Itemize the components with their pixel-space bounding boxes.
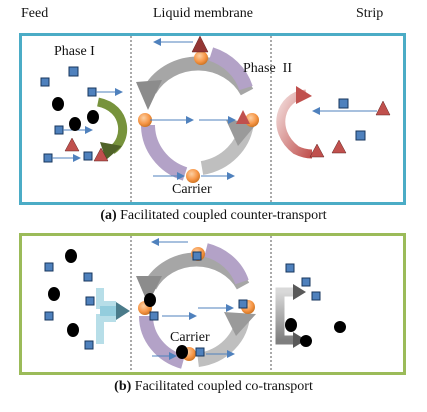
square-ion — [192, 251, 202, 261]
arc-purple-top-right — [208, 47, 253, 91]
square-ion — [83, 151, 93, 161]
merge-arrow — [96, 288, 116, 344]
caption-b: (b) Facilitated coupled co-transport — [0, 379, 427, 395]
panel-a-graphics — [40, 35, 391, 202]
triangle-ion — [64, 137, 80, 152]
arc-grey-arrowhead-right — [224, 312, 256, 336]
square-ion — [84, 340, 94, 350]
triangle-ion — [93, 147, 109, 162]
arc-purple-top-right — [203, 243, 249, 285]
triangle-ion — [236, 110, 250, 124]
caption-a-text: Facilitated coupled counter-transport — [116, 208, 327, 223]
carrier-ball — [186, 169, 200, 183]
caption-b-letter: (b) — [114, 379, 132, 394]
black-particle — [300, 335, 312, 347]
arc-grey-arrowhead-left — [136, 276, 162, 304]
square-ion — [54, 125, 64, 135]
black-particle — [87, 110, 99, 124]
caption-b-text: Facilitated coupled co-transport — [131, 379, 313, 394]
phase-i-label: Phase I — [54, 44, 95, 59]
carrier-label-b: Carrier — [170, 330, 210, 345]
caption-a: (a) Facilitated coupled counter-transpor… — [0, 208, 427, 224]
square-ion — [85, 296, 95, 306]
square-ion — [195, 347, 205, 357]
phase-ii-label: Phase II — [243, 61, 292, 76]
carrier-label-a: Carrier — [172, 182, 212, 197]
black-particle — [176, 345, 188, 359]
black-particle — [52, 97, 64, 111]
square-ion — [83, 272, 93, 282]
split-arrowhead-top — [293, 284, 306, 300]
square-ion — [285, 263, 295, 273]
black-particle — [67, 323, 79, 337]
square-ion — [355, 130, 366, 141]
black-particle — [144, 293, 156, 307]
triangle-ion — [191, 35, 209, 53]
split-arrow — [275, 287, 296, 345]
carrier-ball — [194, 51, 208, 65]
square-ion — [44, 262, 54, 272]
arc-grey-arrowhead-left — [136, 80, 162, 110]
panel-b-graphics — [44, 236, 346, 372]
header-feed: Feed — [21, 6, 49, 21]
merge-arrowhead — [116, 302, 130, 320]
square-ion — [40, 77, 50, 87]
caption-a-letter: (a) — [100, 208, 117, 223]
black-particle — [69, 117, 81, 131]
square-ion — [338, 98, 349, 109]
square-ion — [68, 66, 79, 77]
triangle-ion — [331, 139, 347, 154]
pink-arrowhead — [296, 86, 312, 104]
square-ion — [44, 311, 54, 321]
square-ion — [149, 311, 159, 321]
square-ion — [311, 291, 321, 301]
header-strip: Strip — [356, 6, 384, 21]
black-particle — [65, 249, 77, 263]
header-liquid-membrane: Liquid membrane — [153, 6, 253, 21]
arc-purple-left — [141, 124, 188, 181]
carrier-ball — [138, 113, 152, 127]
split-arrowhead-bottom — [293, 332, 306, 348]
triangle-ion — [309, 143, 325, 158]
green-arrowhead — [100, 142, 122, 160]
black-particle — [48, 287, 60, 301]
square-ion — [87, 87, 97, 97]
black-particle — [285, 318, 297, 332]
black-particle — [334, 321, 346, 333]
square-ion — [43, 153, 53, 163]
pink-curved-arrow — [276, 89, 313, 159]
triangle-ion — [375, 100, 391, 116]
square-ion — [301, 277, 311, 287]
square-ion — [238, 299, 248, 309]
